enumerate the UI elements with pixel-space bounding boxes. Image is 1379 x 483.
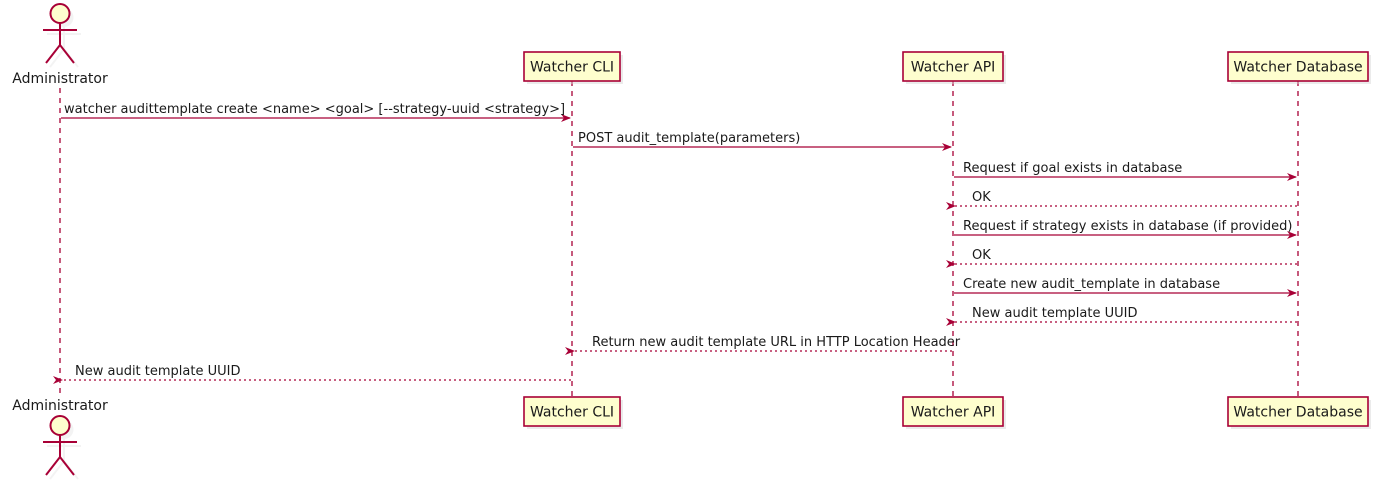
message-7: Create new audit_template in database: [954, 277, 1297, 297]
participant-label-watcher-database: Watcher Database: [1233, 60, 1362, 76]
box-rect: [1227, 396, 1369, 427]
actor-right-leg-icon: [59, 44, 75, 64]
message-8: New audit template UUID: [946, 306, 1297, 326]
message-label-8: New audit template UUID: [972, 306, 1137, 321]
message-label-4: OK: [972, 190, 991, 205]
message-label-6: OK: [972, 248, 991, 263]
box-rect: [902, 396, 1004, 427]
participant-label-watcher-api: Watcher API: [911, 405, 996, 421]
message-3: Request if goal exists in database: [954, 161, 1297, 181]
actor-head-icon: [49, 3, 71, 24]
participant-label-watcher-database: Watcher Database: [1233, 405, 1362, 421]
message-1: watcher audittemplate create <name> <goa…: [61, 102, 571, 122]
box-rect: [902, 51, 1004, 82]
message-label-2: POST audit_template(parameters): [578, 131, 800, 146]
participant-box-watcher-database[interactable]: Watcher Database: [1227, 51, 1371, 84]
participant-label-watcher-api: Watcher API: [911, 60, 996, 76]
participant-boxes-layer: Watcher CLI Watcher CLI Watcher API Watcher…: [523, 51, 1371, 429]
actor-administrator[interactable]: Administrator: [12, 398, 108, 480]
participant-box-watcher-api[interactable]: Watcher API: [902, 51, 1006, 84]
actor-label-administrator: Administrator: [12, 398, 108, 414]
message-label-5: Request if strategy exists in database (…: [963, 219, 1292, 234]
actor-left-leg-icon: [45, 456, 61, 476]
message-label-3: Request if goal exists in database: [963, 161, 1182, 176]
message-label-9: Return new audit template URL in HTTP Lo…: [592, 335, 961, 350]
lifelines-layer: [59, 81, 1299, 397]
participant-box-watcher-cli[interactable]: Watcher CLI: [523, 396, 623, 429]
message-label-7: Create new audit_template in database: [963, 277, 1220, 292]
messages-layer: watcher audittemplate create <name> <goa…: [53, 102, 1297, 384]
actor-right-leg-icon: [59, 456, 75, 476]
participant-box-watcher-api[interactable]: Watcher API: [902, 396, 1006, 429]
message-9: Return new audit template URL in HTTP Lo…: [565, 335, 961, 355]
message-label-1: watcher audittemplate create <name> <goa…: [64, 102, 565, 117]
message-4: OK: [946, 190, 1297, 210]
actor-head-icon: [49, 415, 71, 436]
message-label-10: New audit template UUID: [75, 364, 240, 379]
box-rect: [523, 396, 621, 427]
participant-box-watcher-database[interactable]: Watcher Database: [1227, 396, 1371, 429]
message-5: Request if strategy exists in database (…: [954, 219, 1297, 239]
actor-administrator[interactable]: Administrator: [12, 3, 108, 87]
participant-box-watcher-cli[interactable]: Watcher CLI: [523, 51, 623, 84]
participant-label-watcher-cli: Watcher CLI: [530, 60, 614, 76]
message-2: POST audit_template(parameters): [573, 131, 952, 151]
actor-label-administrator: Administrator: [12, 71, 108, 87]
message-10: New audit template UUID: [53, 364, 571, 384]
participant-label-watcher-cli: Watcher CLI: [530, 405, 614, 421]
box-rect: [523, 51, 621, 82]
message-6: OK: [946, 248, 1297, 268]
box-rect: [1227, 51, 1369, 82]
actor-left-leg-icon: [45, 44, 61, 64]
